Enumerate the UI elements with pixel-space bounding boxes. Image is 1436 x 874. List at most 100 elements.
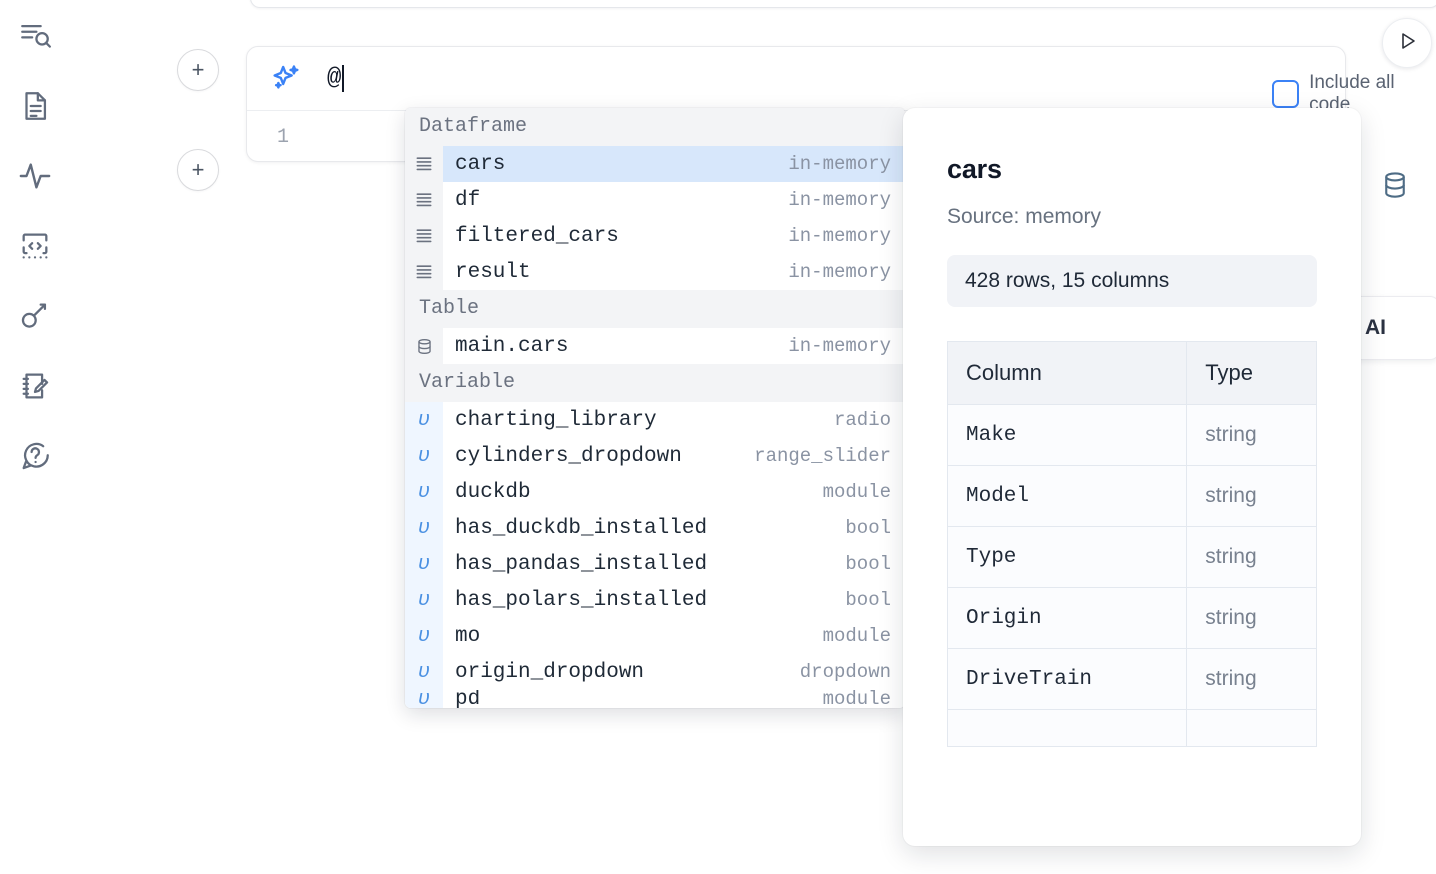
autocomplete-item-type: in-memory [788, 335, 891, 357]
doc-cell-column: DriveTrain [946, 648, 1188, 710]
explore-search-icon [18, 19, 52, 53]
dataframe-icon [405, 182, 443, 218]
notebook-area: + + @ 1 [70, 0, 1436, 874]
variable-icon: υ [405, 438, 443, 474]
dataframe-icon [405, 254, 443, 290]
autocomplete-item-name: df [455, 188, 481, 212]
sidebar-item-scratchpad[interactable] [15, 366, 55, 406]
sidebar-item-notebook[interactable] [15, 86, 55, 126]
documentation-panel: cars Source: memory 428 rows, 15 columns… [903, 108, 1361, 846]
code-editor-row[interactable]: 1 [247, 111, 1345, 163]
autocomplete-item-type: bool [845, 517, 891, 539]
ai-prompt-input[interactable]: @ [327, 65, 345, 92]
autocomplete-section-header: Variable [405, 364, 905, 402]
autocomplete-item-type: in-memory [788, 225, 891, 247]
variable-icon: υ [405, 690, 443, 708]
autocomplete-item-type: in-memory [788, 261, 891, 283]
autocomplete-item-name: mo [455, 624, 481, 648]
autocomplete-item-body: cylinders_dropdown range_slider [443, 438, 905, 474]
help-chat-icon [18, 439, 52, 473]
autocomplete-item-name: cylinders_dropdown [455, 444, 682, 468]
autocomplete-section-header: Table [405, 290, 905, 328]
autocomplete-item[interactable]: υ cylinders_dropdown range_slider [405, 438, 905, 474]
autocomplete-item[interactable]: result in-memory [405, 254, 905, 290]
key-secrets-icon [18, 299, 52, 333]
variable-icon: υ [405, 546, 443, 582]
add-cell-above-button[interactable]: + [177, 49, 219, 91]
generate-with-ai-label: AI [1365, 316, 1386, 339]
sidebar-item-explore[interactable] [15, 16, 55, 56]
notebook-file-icon [18, 89, 52, 123]
cell-output-icons: M↓ [1380, 170, 1436, 205]
autocomplete-item-body: filtered_cars in-memory [443, 218, 905, 254]
doc-title: cars [947, 154, 1002, 184]
play-icon [1395, 29, 1419, 58]
autocomplete-item-name: has_duckdb_installed [455, 516, 708, 540]
autocomplete-item-name: filtered_cars [455, 224, 619, 248]
include-all-code-checkbox[interactable] [1272, 80, 1300, 108]
variable-icon: υ [405, 582, 443, 618]
database-icon[interactable] [1380, 170, 1410, 205]
sidebar-item-secrets[interactable] [15, 296, 55, 336]
autocomplete-item-body: duckdb module [443, 474, 905, 510]
previous-cell-partial [250, 0, 1436, 8]
autocomplete-item-type: radio [833, 409, 891, 431]
variable-icon: υ [405, 654, 443, 690]
text-caret [342, 65, 345, 92]
autocomplete-item-name: result [455, 260, 531, 284]
scratchpad-edit-icon [18, 369, 52, 403]
dataframe-icon [405, 218, 443, 254]
variable-icon: υ [405, 402, 443, 438]
autocomplete-item-name: duckdb [455, 480, 531, 504]
autocomplete-item-type: range_slider [754, 445, 891, 467]
autocomplete-item-type: module [822, 481, 891, 503]
doc-cell-type [1186, 709, 1317, 747]
ai-prompt-row[interactable]: @ [247, 47, 1345, 111]
table-db-icon [405, 328, 443, 364]
variable-icon: υ [405, 474, 443, 510]
sidebar-item-help[interactable] [15, 436, 55, 476]
ai-prompt-value: @ [327, 65, 342, 92]
dataframe-icon [405, 146, 443, 182]
autocomplete-item-type: in-memory [788, 153, 891, 175]
run-controls [1382, 18, 1436, 68]
sidebar-item-snippets[interactable] [15, 226, 55, 266]
doc-th-type: Type [1186, 341, 1317, 405]
activity-pulse-icon [18, 159, 52, 193]
code-snippets-icon [18, 229, 52, 263]
autocomplete-item-type: bool [845, 553, 891, 575]
autocomplete-item-name: cars [455, 152, 506, 176]
doc-th-column: Column [946, 341, 1188, 405]
add-cell-below-button[interactable]: + [177, 149, 219, 191]
autocomplete-item[interactable]: cars in-memory [405, 146, 905, 182]
line-number: 1 [276, 125, 289, 149]
autocomplete-item-type: dropdown [799, 661, 891, 683]
plus-icon: + [191, 57, 205, 82]
run-button[interactable] [1382, 18, 1432, 68]
autocomplete-item[interactable]: filtered_cars in-memory [405, 218, 905, 254]
plus-icon: + [191, 157, 205, 182]
sidebar-item-activity[interactable] [15, 156, 55, 196]
doc-cell-type: string [1186, 526, 1317, 588]
